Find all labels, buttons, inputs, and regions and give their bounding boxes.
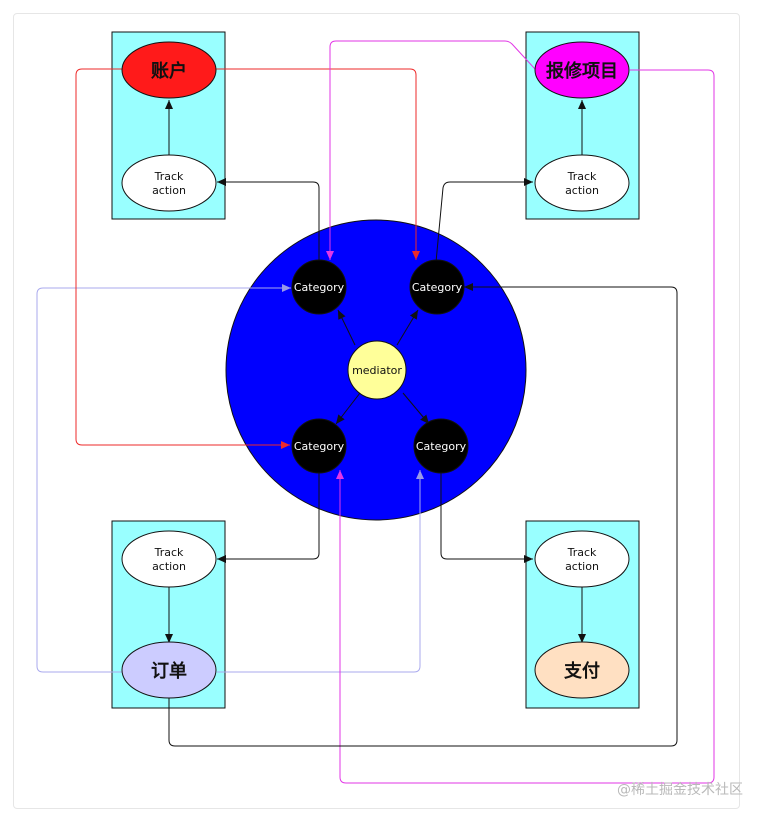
track-action-payment-shape — [534, 530, 630, 588]
module-account: 账户 — [121, 41, 217, 99]
link-mediator-to-category-br — [402, 392, 430, 425]
track-action-repair-shape — [534, 154, 630, 212]
figure-frame — [13, 13, 740, 809]
link-order-to-category-br — [217, 470, 424, 673]
link-order-to-category-tr — [168, 283, 678, 747]
category-bottom-left: Category — [291, 418, 347, 474]
track-action-repair-line2: action — [565, 184, 599, 197]
category-top-left-label: Category — [294, 281, 345, 294]
track-action-order-line2: action — [152, 560, 186, 573]
track-action-account-shape — [121, 154, 217, 212]
module-payment-label: 支付 — [563, 660, 600, 682]
category-bottom-right-shape — [413, 418, 469, 474]
mediator-shape — [347, 340, 407, 400]
category-top-left: Category — [291, 259, 347, 315]
category-bottom-left-shape — [291, 418, 347, 474]
category-bottom-right: Category — [413, 418, 469, 474]
link-repair-to-category-tl — [326, 40, 536, 260]
track-action-repair: Track action — [534, 154, 630, 212]
track-action-order-line1: Track — [154, 546, 184, 559]
link-category-br-to-track-payment — [440, 472, 533, 563]
mediator-node: mediator — [347, 340, 407, 400]
link-account-to-category-bl — [75, 68, 290, 449]
track-action-account-line2: action — [152, 184, 186, 197]
track-action-order-shape — [121, 530, 217, 588]
track-action-account-line1: Track — [154, 170, 184, 183]
module-payment: 支付 — [534, 641, 630, 699]
module-payment-shape — [534, 641, 630, 699]
category-top-right: Category — [409, 259, 465, 315]
link-mediator-to-category-bl — [335, 392, 361, 425]
link-order-to-category-tl — [36, 284, 291, 673]
category-bottom-left-label: Category — [294, 440, 345, 453]
link-repair-to-category-bl — [336, 69, 715, 784]
category-top-right-shape — [409, 259, 465, 315]
module-account-label: 账户 — [151, 60, 187, 82]
category-top-right-label: Category — [412, 281, 463, 294]
module-repair-shape — [534, 41, 630, 99]
track-action-payment-line2: action — [565, 560, 599, 573]
module-account-shape — [121, 41, 217, 99]
category-bottom-right-label: Category — [416, 440, 467, 453]
module-order-label: 订单 — [151, 660, 187, 682]
module-order-shape — [121, 641, 217, 699]
link-mediator-to-category-tl — [337, 309, 356, 346]
track-action-account: Track action — [121, 154, 217, 212]
module-repair-label: 报修项目 — [546, 60, 618, 82]
track-action-payment: Track action — [534, 530, 630, 588]
module-repair: 报修项目 — [534, 41, 630, 99]
mediator-label: mediator — [352, 364, 402, 377]
link-category-tl-to-track-account — [217, 178, 320, 262]
track-action-repair-line1: Track — [567, 170, 597, 183]
link-account-to-category-tr — [215, 68, 420, 260]
track-action-payment-line1: Track — [567, 546, 597, 559]
link-category-tr-to-track-repair — [435, 178, 533, 263]
category-top-left-shape — [291, 259, 347, 315]
track-action-order: Track action — [121, 530, 217, 588]
link-mediator-to-category-tr — [396, 309, 419, 346]
module-order: 订单 — [121, 641, 217, 699]
link-category-bl-to-track-order — [217, 472, 320, 563]
watermark: @稀土掘金技术社区 — [617, 782, 743, 798]
